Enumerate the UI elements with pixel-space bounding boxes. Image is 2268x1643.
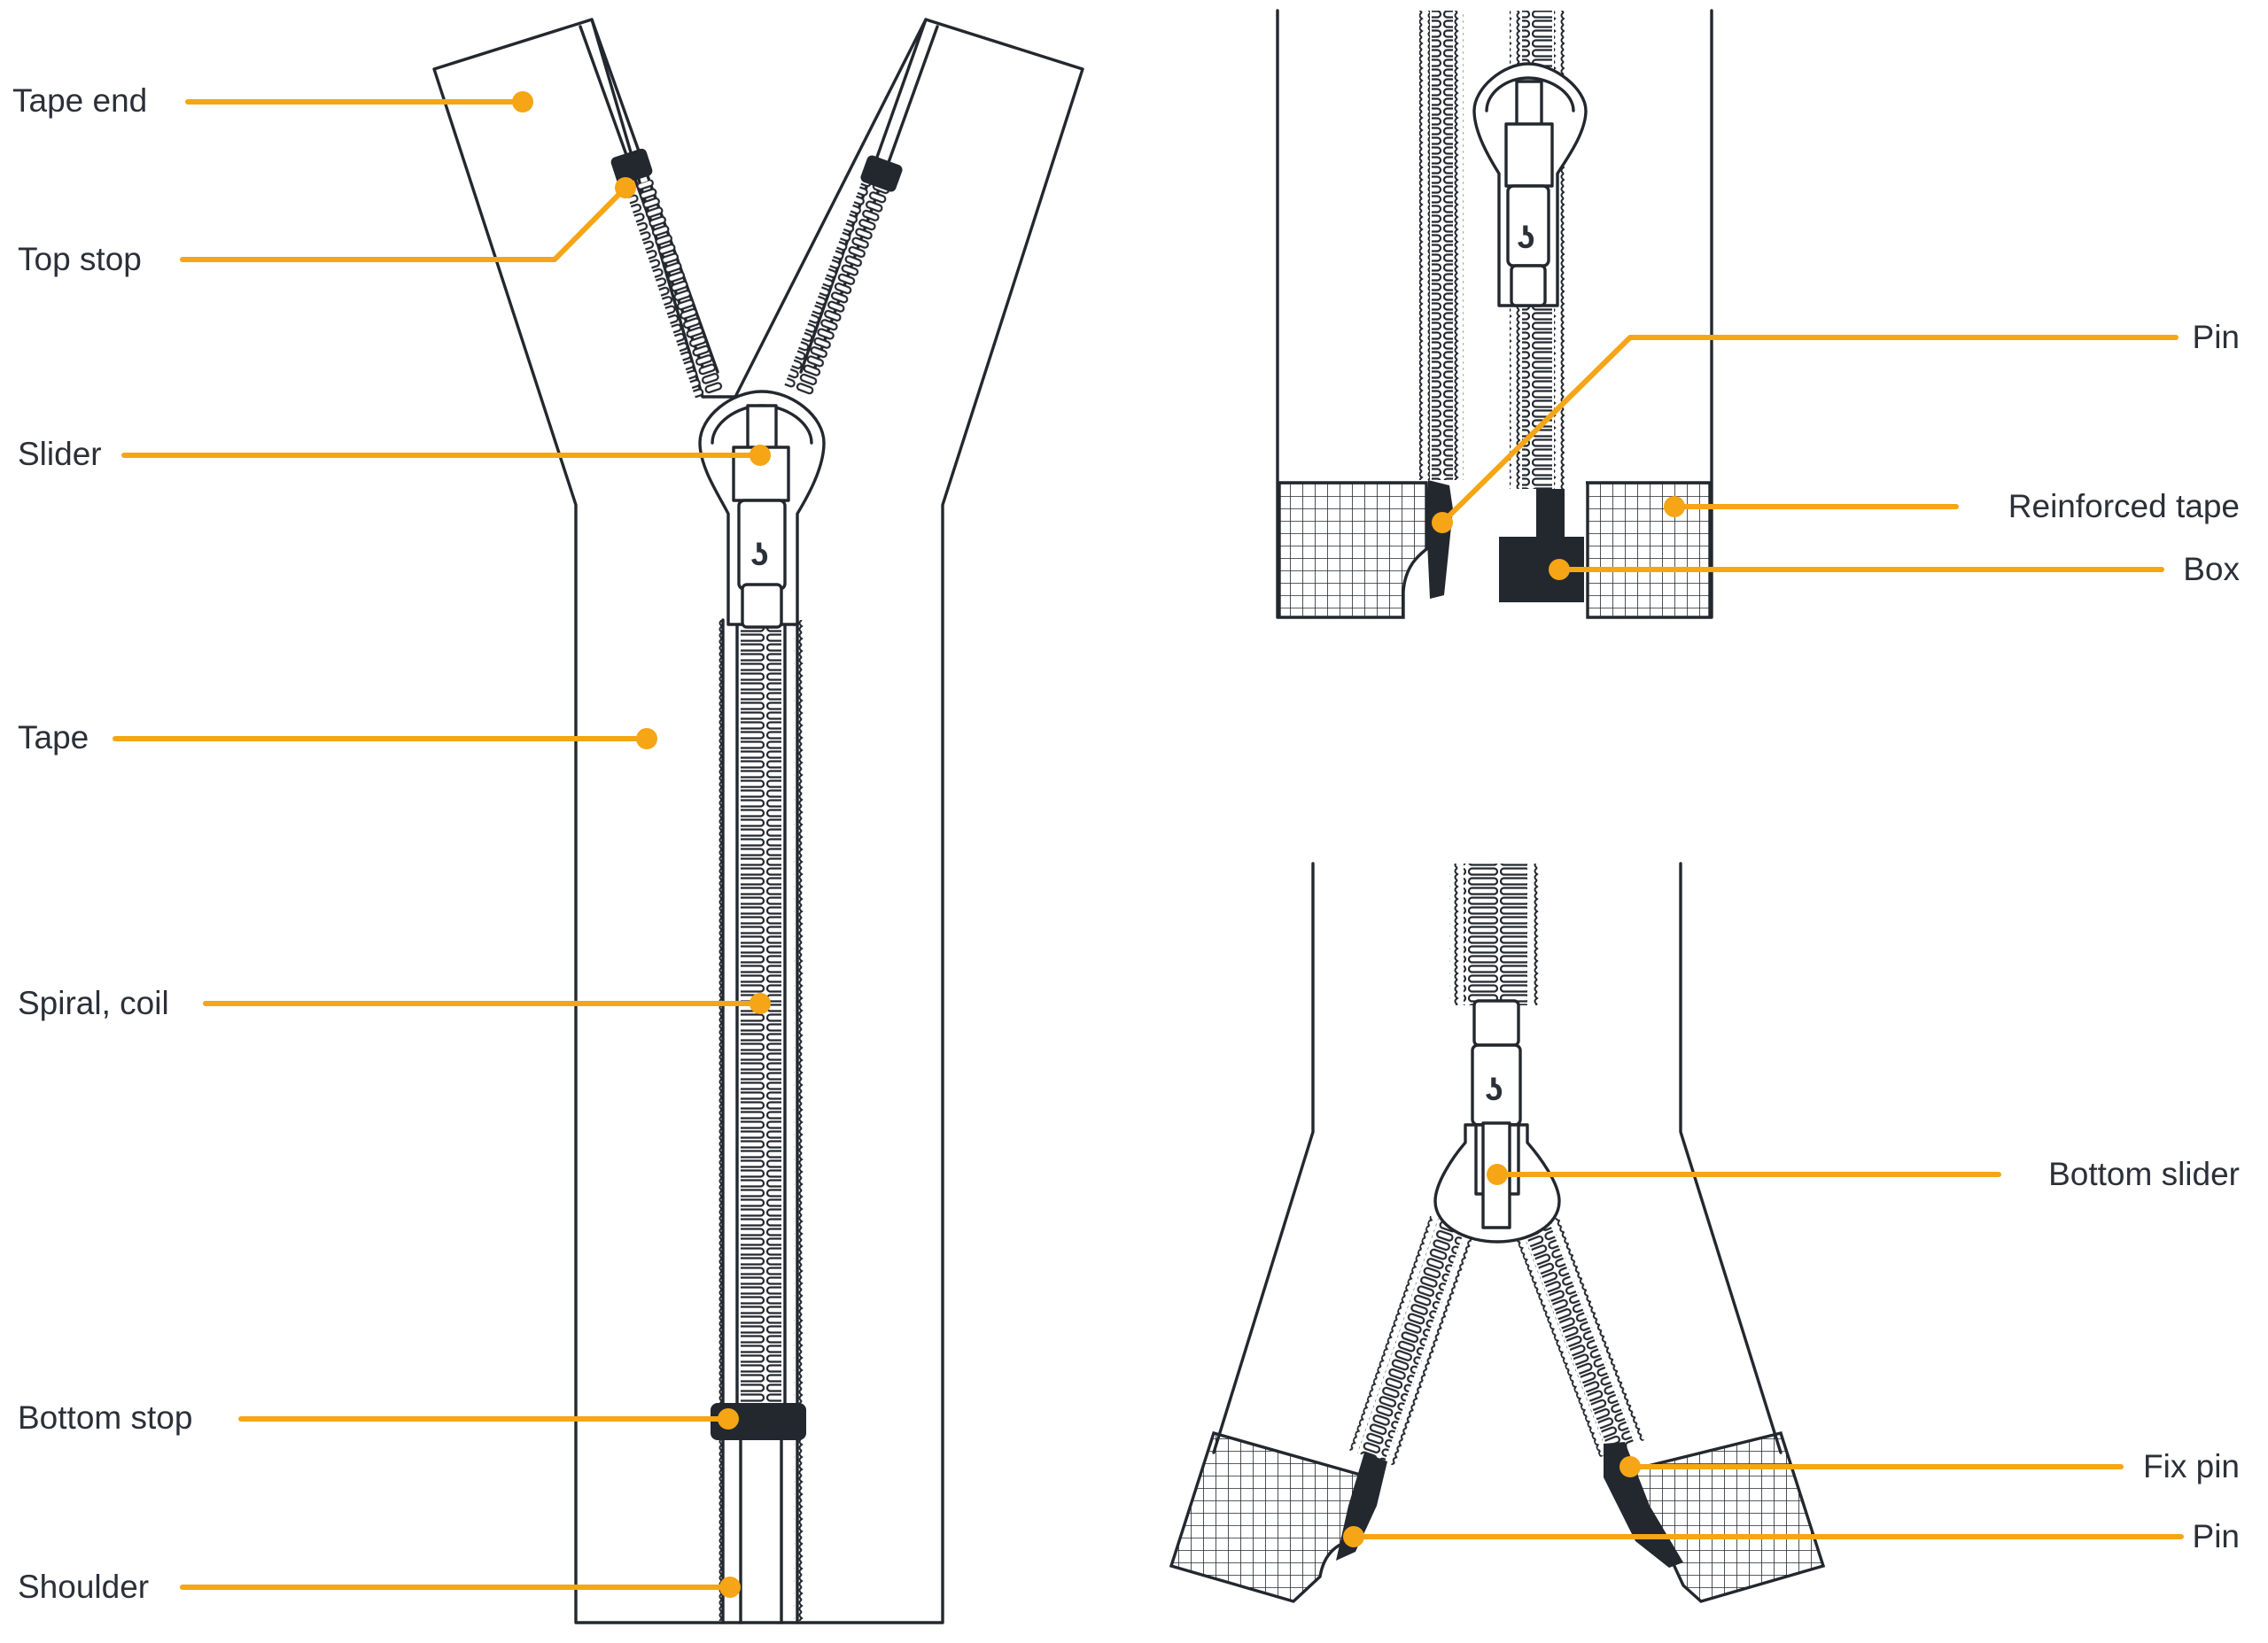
- two-way-bottom-detail: ʖ: [1169, 862, 1826, 1603]
- shoulder-lines: [739, 1433, 783, 1624]
- callout-tape: Tape: [18, 719, 657, 756]
- left-coil-strip: [1432, 11, 1453, 480]
- main-zipper: ʖ: [432, 18, 1084, 1624]
- right-top-stop: [860, 155, 903, 192]
- right-chain-stitch: [794, 620, 804, 1621]
- label-tape: Tape: [18, 719, 89, 756]
- callout-bottom-slider: Bottom slider: [1487, 1156, 2240, 1192]
- main-coil-chain: [741, 620, 781, 1408]
- top-pin: [1426, 480, 1453, 599]
- bottom-detail-chain: [1464, 864, 1527, 1005]
- label-pin-bottom: Pin: [2193, 1518, 2240, 1554]
- label-reinforced-tape: Reinforced tape: [2008, 488, 2240, 524]
- box: [1499, 489, 1584, 602]
- callout-pin-bottom: Pin: [1343, 1518, 2240, 1554]
- label-bottom-stop: Bottom stop: [18, 1399, 192, 1436]
- right-bottom-mesh: [1627, 1430, 1826, 1603]
- main-slider: ʖ: [698, 390, 826, 629]
- callout-bottom-stop: Bottom stop: [18, 1399, 739, 1436]
- detail-slider-logo: ʖ: [1517, 219, 1535, 255]
- label-bottom-slider: Bottom slider: [2048, 1156, 2240, 1192]
- label-spiral-coil: Spiral, coil: [18, 985, 169, 1021]
- label-pin-top: Pin: [2193, 319, 2240, 355]
- bottom-slider-logo: ʖ: [1485, 1071, 1503, 1107]
- right-arm-coil: [784, 178, 891, 397]
- bottom-left-coil: [1349, 1215, 1476, 1467]
- slider-logo: ʖ: [750, 536, 769, 572]
- callout-tape-end: Tape end: [12, 82, 533, 119]
- callout-pin-top: Pin: [1432, 319, 2240, 533]
- callout-top-stop: Top stop: [18, 177, 636, 277]
- bottom-detail-slider: ʖ: [1433, 999, 1561, 1244]
- label-tape-end: Tape end: [12, 82, 147, 119]
- callout-box: Box: [1549, 551, 2240, 587]
- callout-shoulder: Shoulder: [18, 1569, 741, 1605]
- label-shoulder: Shoulder: [18, 1569, 149, 1605]
- left-reinforced-mesh: [1278, 481, 1428, 619]
- label-slider: Slider: [18, 436, 102, 472]
- label-box: Box: [2183, 551, 2240, 587]
- label-fix-pin: Fix pin: [2143, 1448, 2240, 1484]
- left-top-stop: [610, 148, 653, 185]
- callout-fix-pin: Fix pin: [1619, 1448, 2240, 1484]
- right-reinforced-mesh: [1586, 481, 1712, 619]
- callout-slider: Slider: [18, 436, 771, 472]
- left-arm-coil: [625, 179, 725, 399]
- callout-spiral-coil: Spiral, coil: [18, 985, 771, 1021]
- label-top-stop: Top stop: [18, 241, 142, 277]
- open-end-box-detail: ʖ: [1276, 9, 1713, 619]
- tape-outline: [432, 18, 1084, 1624]
- left-bottom-mesh: [1169, 1430, 1371, 1603]
- bottom-right-coil: [1514, 1216, 1645, 1458]
- callout-reinforced-tape: Reinforced tape: [1664, 488, 2240, 524]
- left-chain-stitch: [716, 620, 726, 1621]
- detail-slider: ʖ: [1472, 62, 1588, 307]
